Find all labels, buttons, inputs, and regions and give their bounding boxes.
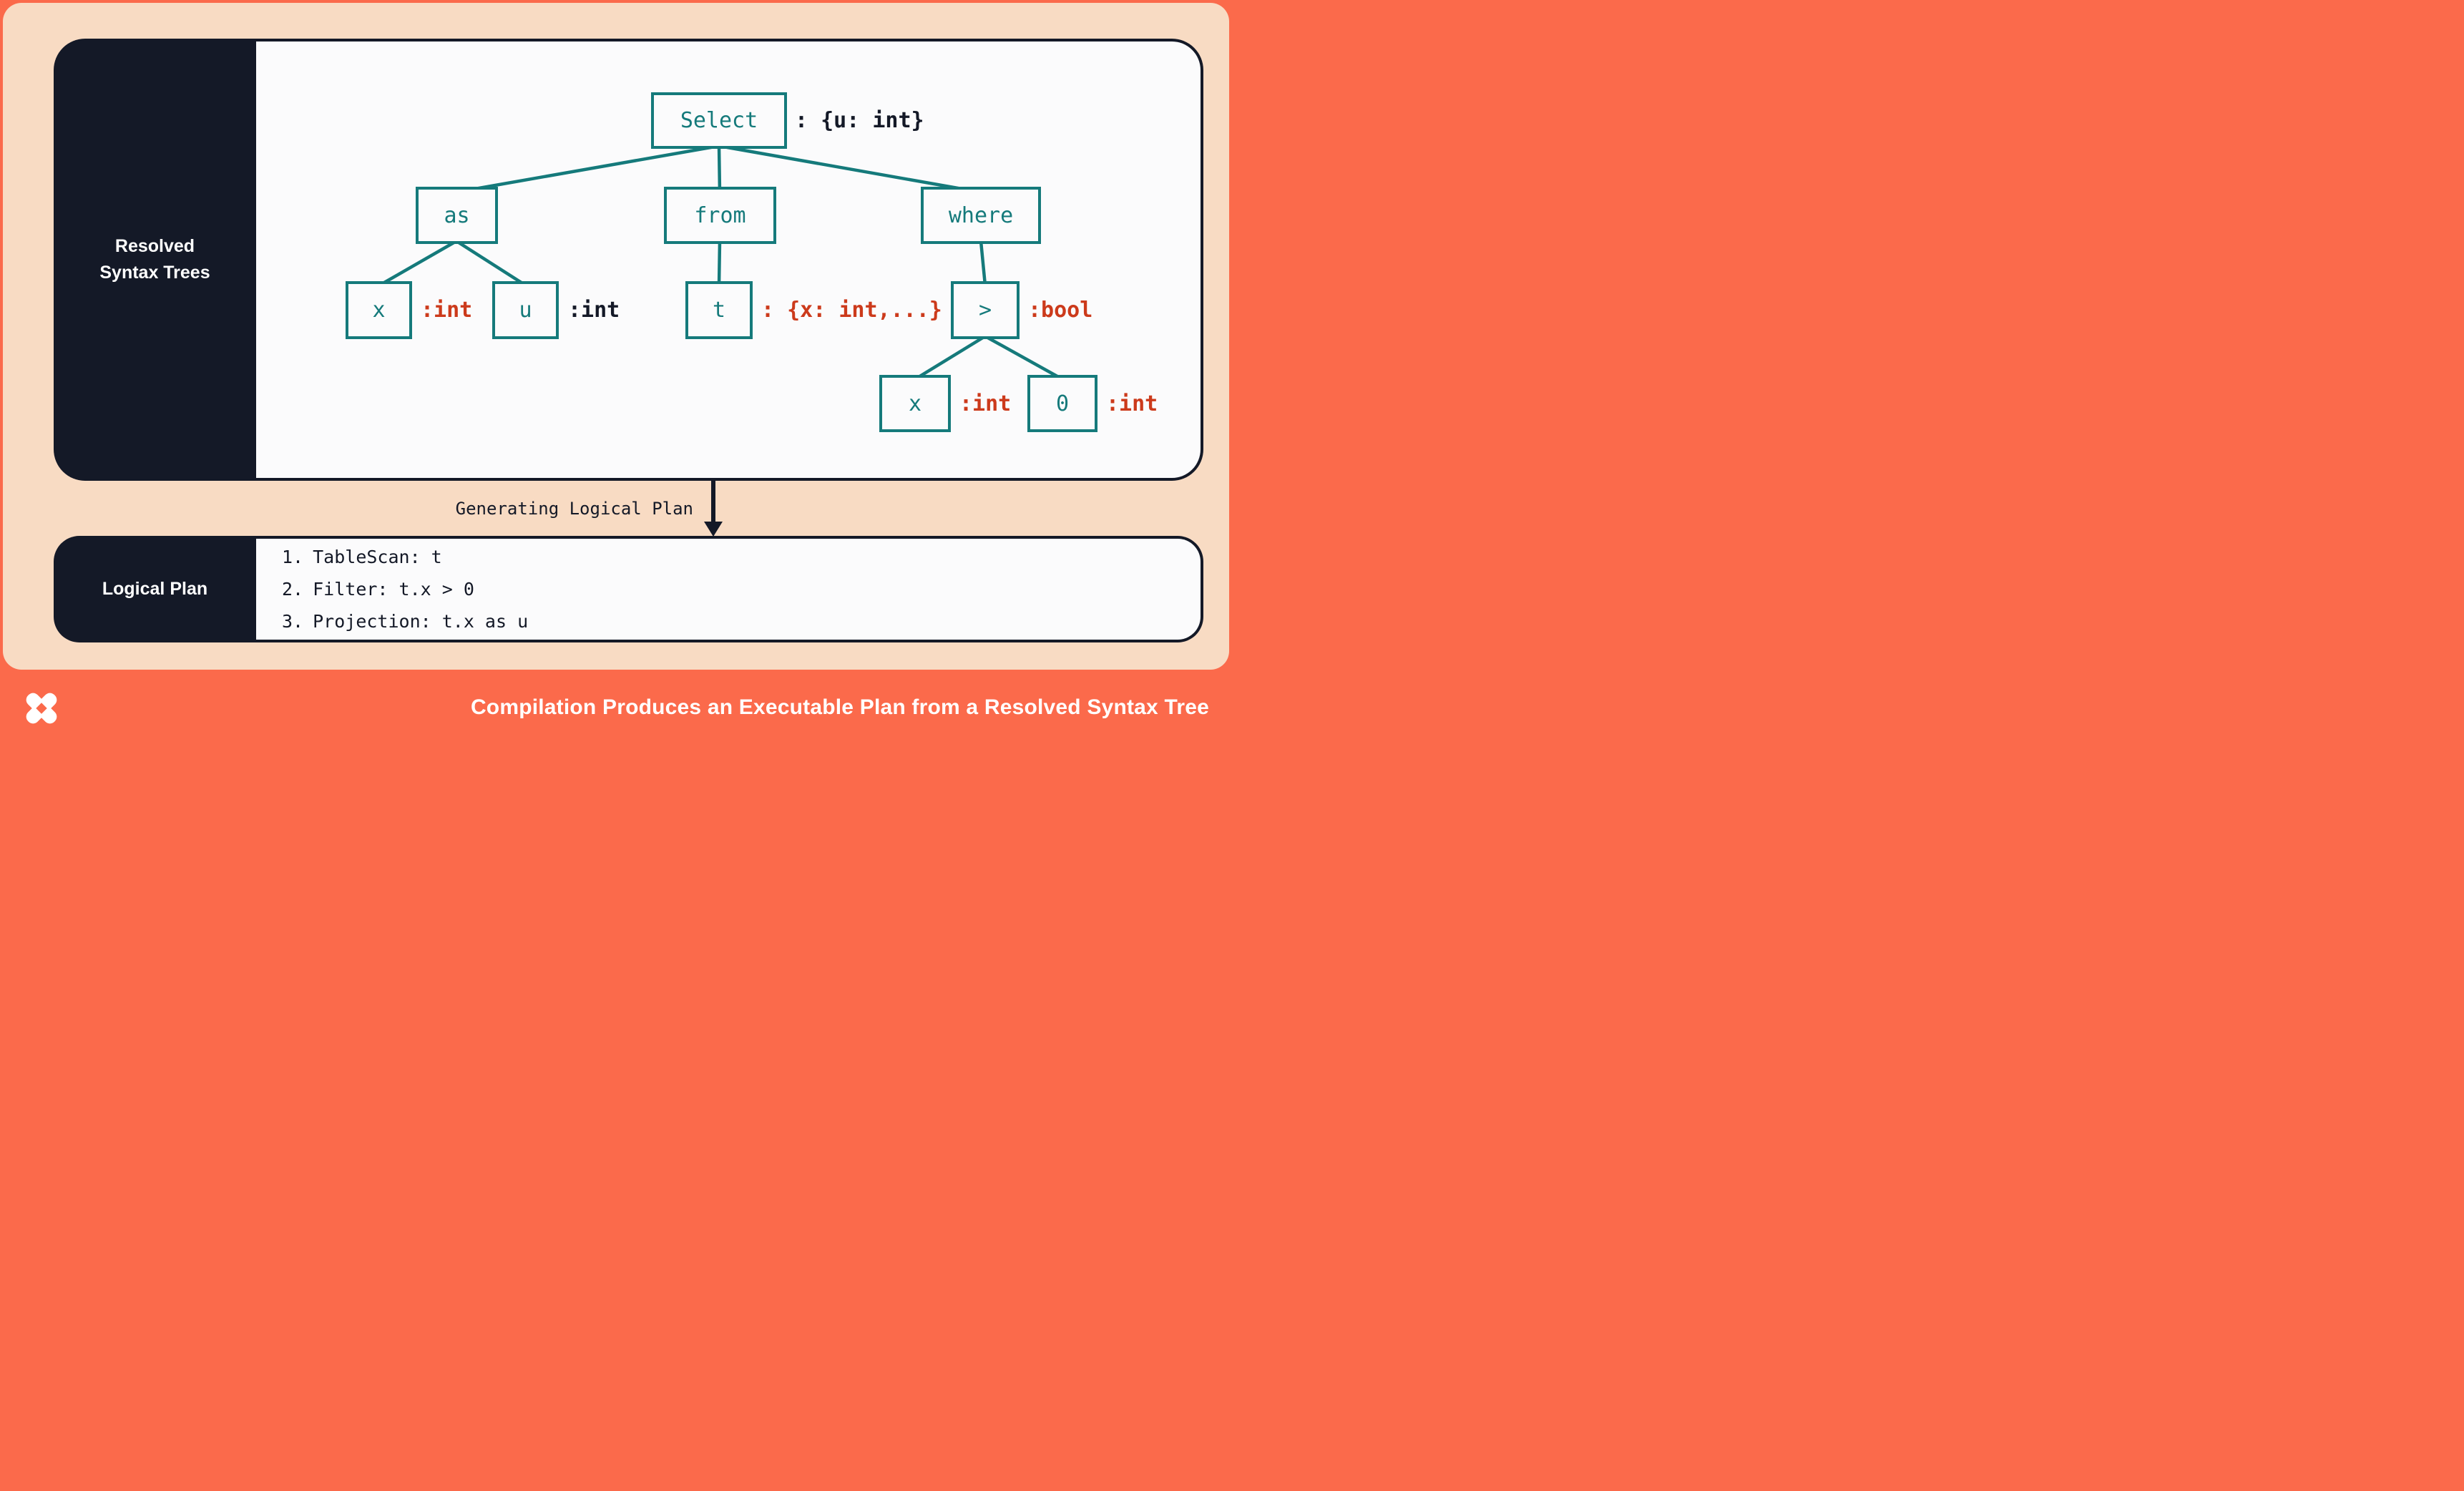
- edge-select-as: [454, 144, 720, 195]
- logical-plan-label: Logical Plan: [102, 579, 208, 599]
- node-label: as: [444, 202, 470, 228]
- resolved-label-line1: Resolved: [114, 236, 195, 256]
- tree-node-zero: 0: [1027, 375, 1097, 432]
- edge-where-gt: [979, 240, 987, 286]
- tree-node-t: t: [685, 281, 753, 339]
- plan-step-text: Projection: t.x as u: [313, 611, 529, 632]
- plan-step-1: 1. TableScan: t: [282, 543, 1201, 571]
- tree-node-from: from: [664, 187, 776, 244]
- node-label: x: [372, 298, 386, 323]
- node-label: from: [694, 202, 746, 228]
- dolt-logo-icon: [26, 693, 57, 724]
- node-label: x: [908, 391, 922, 416]
- resolved-label-line2: Syntax Trees: [99, 263, 210, 283]
- tree-node-u: u: [492, 281, 559, 339]
- logical-plan-panel: 1. TableScan: t 2. Filter: t.x > 0 3. Pr…: [54, 536, 1203, 642]
- edge-as-x1: [378, 240, 458, 287]
- node-label: u: [519, 298, 532, 323]
- type-annotation-gt: :bool: [1028, 297, 1093, 323]
- edge-from-t: [717, 240, 722, 286]
- edge-select-where: [718, 144, 983, 195]
- type-annotation-x1: :int: [421, 297, 473, 323]
- logical-plan-body: 1. TableScan: t 2. Filter: t.x > 0 3. Pr…: [256, 539, 1201, 640]
- edge-gt-x2: [914, 335, 987, 381]
- plan-step-3: 3. Projection: t.x as u: [282, 607, 1201, 635]
- resolved-syntax-trees-panel: Resolved Syntax Trees Select : {u: int} …: [54, 39, 1203, 481]
- type-annotation-u: :int: [568, 297, 620, 323]
- type-annotation-select: : {u: int}: [795, 107, 924, 133]
- node-label: where: [948, 202, 1014, 228]
- node-label: 0: [1055, 391, 1070, 416]
- edge-select-from: [717, 145, 722, 193]
- tree-node-where: where: [921, 187, 1041, 244]
- tree-node-as: as: [416, 187, 498, 244]
- edge-gt-zero: [984, 335, 1064, 381]
- plan-step-number: 3.: [282, 611, 304, 632]
- type-annotation-x2: :int: [959, 391, 1012, 416]
- tree-edges: [378, 144, 1064, 381]
- resolved-syntax-trees-label: Resolved Syntax Trees: [54, 39, 256, 481]
- down-arrow-shaft: [711, 481, 715, 524]
- type-annotation-zero: :int: [1106, 391, 1158, 416]
- plan-step-2: 2. Filter: t.x > 0: [282, 575, 1201, 603]
- plan-step-number: 2.: [282, 579, 304, 600]
- plan-step-text: Filter: t.x > 0: [313, 579, 474, 600]
- footer-band: Compilation Produces an Executable Plan …: [0, 670, 1232, 746]
- tree-node-gt: >: [951, 281, 1020, 339]
- transition-label: Generating Logical Plan: [455, 499, 693, 519]
- edge-as-u: [455, 240, 527, 287]
- down-arrow-icon: [704, 522, 723, 537]
- page: { "colors": { "orange": "#fb6a4b", "peac…: [0, 0, 1232, 746]
- diagram-frame: Resolved Syntax Trees Select : {u: int} …: [3, 3, 1229, 670]
- footer-title: Compilation Produces an Executable Plan …: [470, 695, 1209, 719]
- tree-node-x2: x: [879, 375, 951, 432]
- node-label: Select: [680, 108, 758, 133]
- tree-node-select: Select: [651, 92, 787, 149]
- plan-step-text: TableScan: t: [313, 547, 442, 567]
- tree-node-x1: x: [346, 281, 412, 339]
- node-label: >: [978, 298, 992, 323]
- type-annotation-t: : {x: int,...}: [761, 297, 942, 323]
- node-label: t: [712, 298, 726, 323]
- plan-step-number: 1.: [282, 547, 304, 567]
